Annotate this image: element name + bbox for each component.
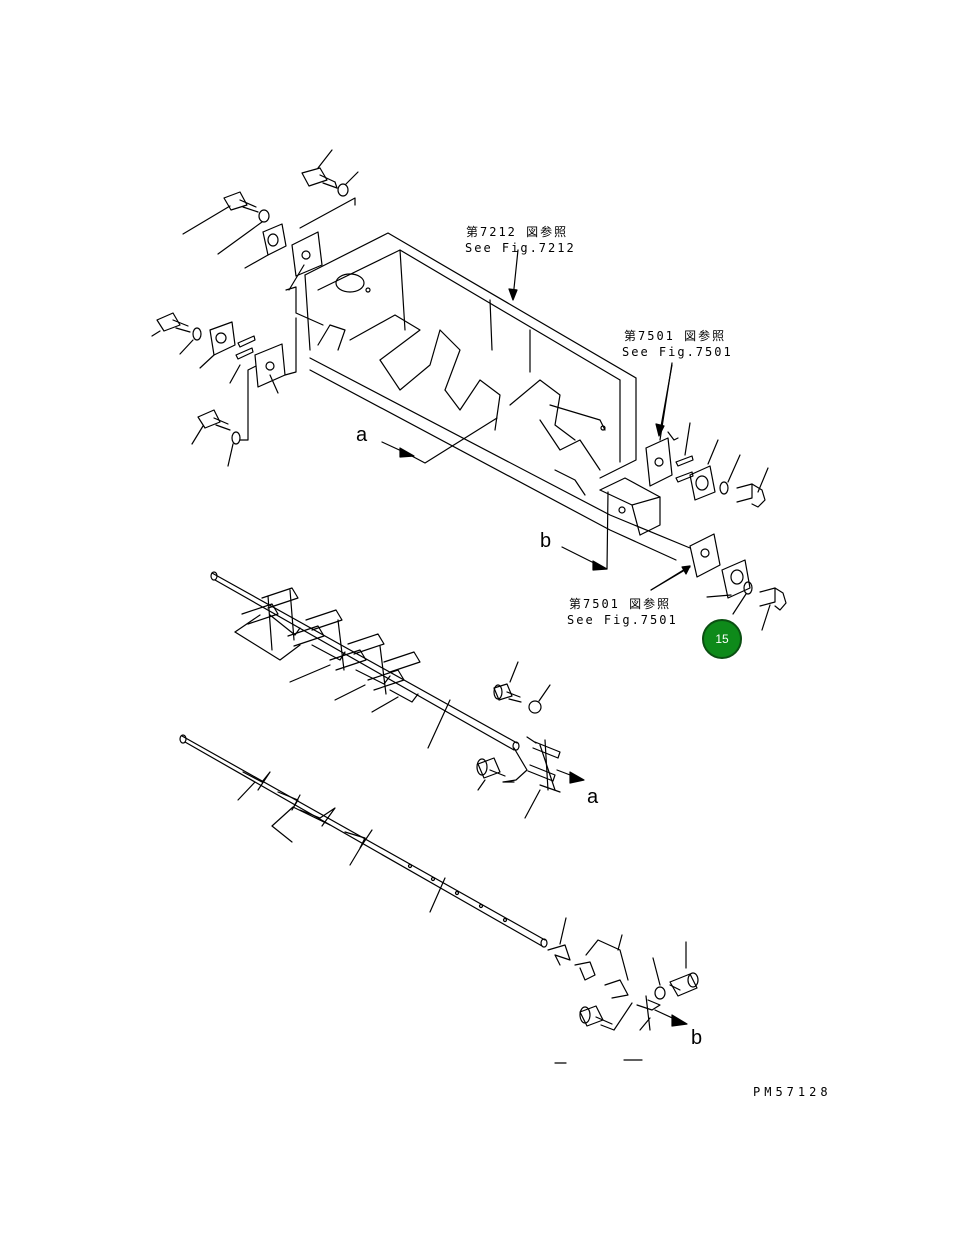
callout-badge-15[interactable]: 15 <box>702 619 742 659</box>
section-arrows <box>381 417 688 1027</box>
arrow-label-a-top: a <box>356 424 368 446</box>
arrow-a-parts <box>476 661 561 819</box>
ref-7501-top-jp: 第7501 図参照 <box>624 329 727 343</box>
lower-shaft-assembly <box>179 734 699 1064</box>
arrow-label-b-top: b <box>540 530 552 552</box>
ref-7212-jp: 第7212 図参照 <box>466 225 569 239</box>
ref-7501-bottom-jp: 第7501 図参照 <box>569 597 672 611</box>
arrow-label-a-bottom: a <box>587 786 599 808</box>
ref-7501-bottom-en: See Fig.7501 <box>567 613 678 627</box>
ref-7212-en: See Fig.7212 <box>465 241 576 255</box>
upper-left-bearing-group <box>182 149 359 326</box>
upper-shaft-assembly <box>210 571 520 751</box>
drawing-code: PM57128 <box>753 1085 832 1099</box>
ref-7501-top-en: See Fig.7501 <box>622 345 733 359</box>
reference-leaders <box>508 249 691 591</box>
upper-right-bearing-group <box>645 362 769 508</box>
middle-left-bearing-group <box>151 312 297 467</box>
housing <box>304 232 691 561</box>
arrow-label-b-bottom: b <box>691 1027 703 1049</box>
